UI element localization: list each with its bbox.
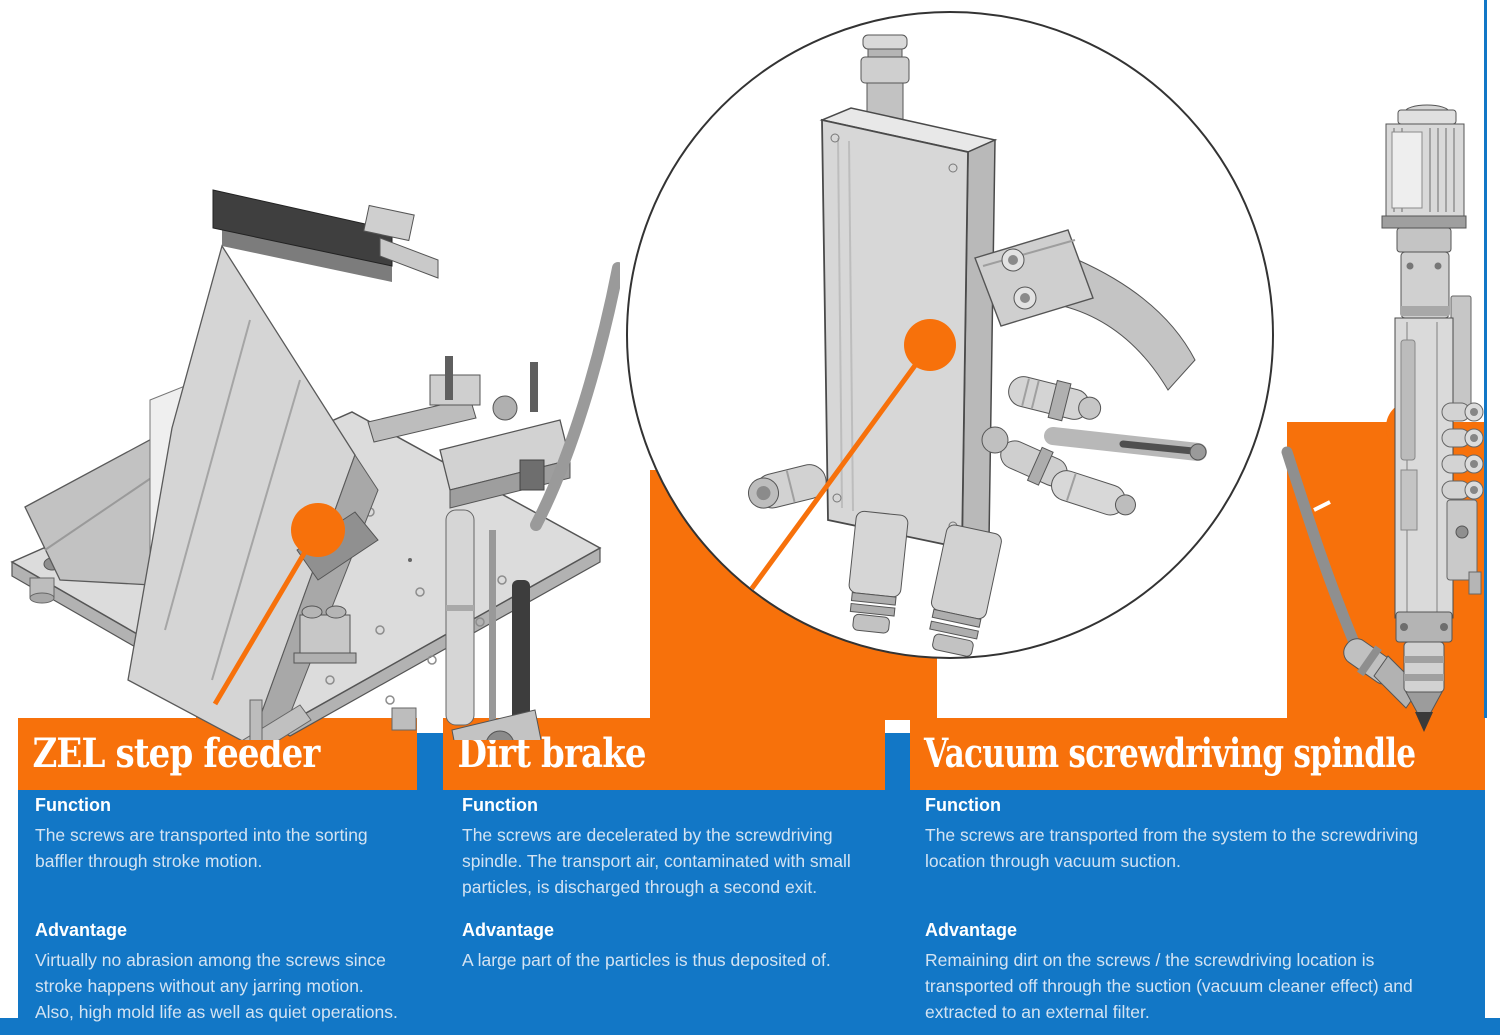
stroke-column: [367, 356, 571, 740]
right-edge-line: [1484, 0, 1487, 718]
advantage-label-dirt-brake: Advantage: [462, 920, 555, 940]
spindle-body: [1343, 104, 1484, 732]
advantage-text-spindle: Remaining dirt on the screws / the screw…: [925, 950, 1413, 1022]
marker-zel: [212, 503, 345, 706]
section-title-bar-spindle: Vacuum screwdriving spindle: [910, 718, 1485, 790]
spindle-tip: [1415, 712, 1433, 732]
function-label-dirt-brake: Function: [462, 795, 538, 815]
hopper: [24, 189, 439, 740]
marker-dot-zel: [291, 503, 345, 557]
section-title-spindle: Vacuum screwdriving spindle: [924, 730, 1416, 777]
info-panel: [18, 790, 1485, 1018]
spindle-fittings: [1441, 402, 1484, 500]
function-text-dirt-brake: The screws are decelerated by the screwd…: [462, 825, 851, 897]
advantage-label-spindle: Advantage: [925, 920, 1018, 940]
marker-dot-dirt-brake: [904, 319, 956, 371]
advantage-text-dirt-brake: A large part of the particles is thus de…: [462, 950, 831, 970]
transport-hose: [530, 262, 620, 531]
function-label-spindle: Function: [925, 795, 1001, 815]
marker-line-zel: [212, 528, 321, 706]
vacuum-spindle-illustration: [1281, 104, 1484, 732]
dirt-brake-detail-circle: [626, 11, 1274, 659]
dirt-brake-device: [739, 34, 1207, 657]
advantage-label-zel: Advantage: [35, 920, 128, 940]
bar-gap-tab-1: [417, 733, 443, 790]
vacuum-cable: [1281, 446, 1364, 658]
function-text-spindle: The screws are transported from the syst…: [925, 825, 1419, 871]
marker-line-dirt-brake: [739, 343, 933, 604]
bar-gap-tab-2: [885, 733, 910, 790]
function-text-zel: The screws are transported into the sort…: [35, 825, 368, 871]
zel-step-feeder-illustration: [10, 189, 620, 740]
advantage-text-zel: Virtually no abrasion among the screws s…: [35, 950, 398, 1022]
bottom-band: [0, 1018, 1500, 1035]
function-label-zel: Function: [35, 795, 111, 815]
